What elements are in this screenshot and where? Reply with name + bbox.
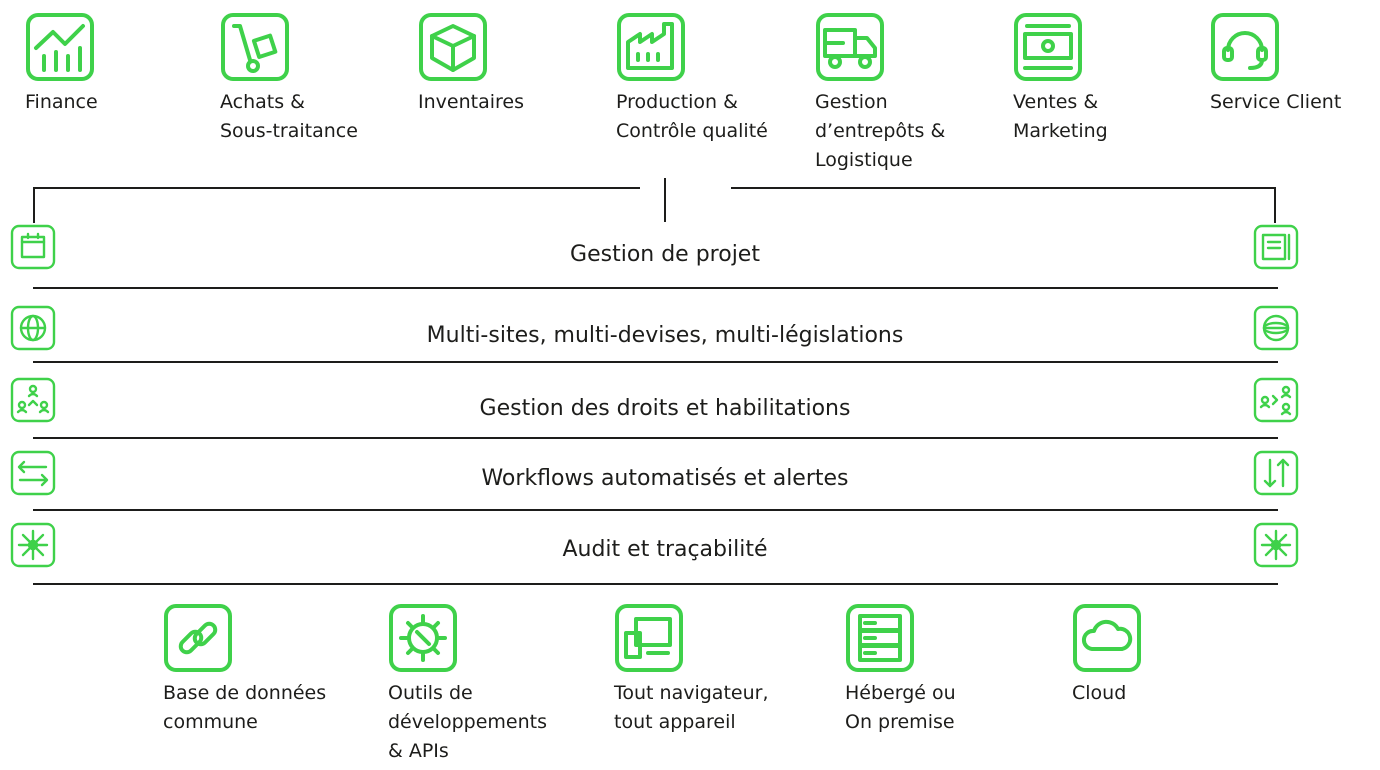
connector-drop-right [1274,187,1276,223]
module-entrepots: Gestion d’entrepôts & Logistique [815,12,990,175]
cash-register-icon [1014,13,1082,81]
headset-icon [1211,13,1279,81]
connector-line-left [33,187,640,189]
tech-label: Cloud [1072,682,1127,704]
tech-cloud: Cloud [1072,603,1262,708]
tech-db: Base de données commune [163,603,353,737]
chart-icon [26,13,94,81]
gear-tools-icon [389,604,457,672]
layer-workflows: Workflows automatisés et alertes [481,466,849,491]
tech-label: Base de données commune [163,682,327,733]
arrows-horizontal-icon [10,450,56,496]
link-icon [164,604,232,672]
hand-truck-icon [221,13,289,81]
module-finance: Finance [25,12,200,117]
module-label: Achats & Sous-traitance [220,91,358,142]
tech-label: Hébergé ou On premise [845,682,956,733]
module-production: Production & Contrôle qualité [616,12,791,146]
tech-hosted: Hébergé ou On premise [845,603,1035,737]
box-icon [419,13,487,81]
connector-stem [664,178,666,222]
layer-divider [33,509,1278,511]
module-label: Finance [25,91,98,113]
layer-gestion-projet: Gestion de projet [570,242,760,267]
module-label: Service Client [1210,91,1342,113]
module-ventes: Ventes & Marketing [1013,12,1188,146]
arrows-vertical-icon [1253,450,1299,496]
user-hierarchy-icon [1253,377,1299,423]
module-label: Production & Contrôle qualité [616,91,768,142]
layer-divider [33,437,1278,439]
module-service: Service Client [1210,12,1380,117]
tech-label: Outils de développements & APIs [388,682,547,762]
module-label: Inventaires [418,91,524,113]
tech-label: Tout navigateur, tout appareil [614,682,769,733]
layer-divider [33,583,1278,585]
audit-star-icon [10,522,56,568]
layer-divider [33,287,1278,289]
server-icon [846,604,914,672]
layer-droits: Gestion des droits et habilitations [479,396,851,421]
layer-multi-sites: Multi-sites, multi-devises, multi-législ… [426,323,904,348]
globe-icon [10,305,56,351]
tech-tools: Outils de développements & APIs [388,603,578,766]
tech-browser: Tout navigateur, tout appareil [614,603,804,737]
user-hierarchy-icon [10,377,56,423]
module-label: Gestion d’entrepôts & Logistique [815,91,946,171]
cloud-icon [1073,604,1141,672]
audit-star-icon [1253,522,1299,568]
factory-icon [617,13,685,81]
module-label: Ventes & Marketing [1013,91,1108,142]
module-inventaires: Inventaires [418,12,593,117]
calendar-icon [10,224,56,270]
globe-icon [1253,305,1299,351]
layer-divider [33,361,1278,363]
devices-icon [615,604,683,672]
module-achats: Achats & Sous-traitance [220,12,395,146]
layer-audit: Audit et traçabilité [562,537,768,562]
calendar-icon [1253,224,1299,270]
connector-drop-left [33,187,35,223]
connector-line-right [731,187,1276,189]
truck-icon [816,13,884,81]
